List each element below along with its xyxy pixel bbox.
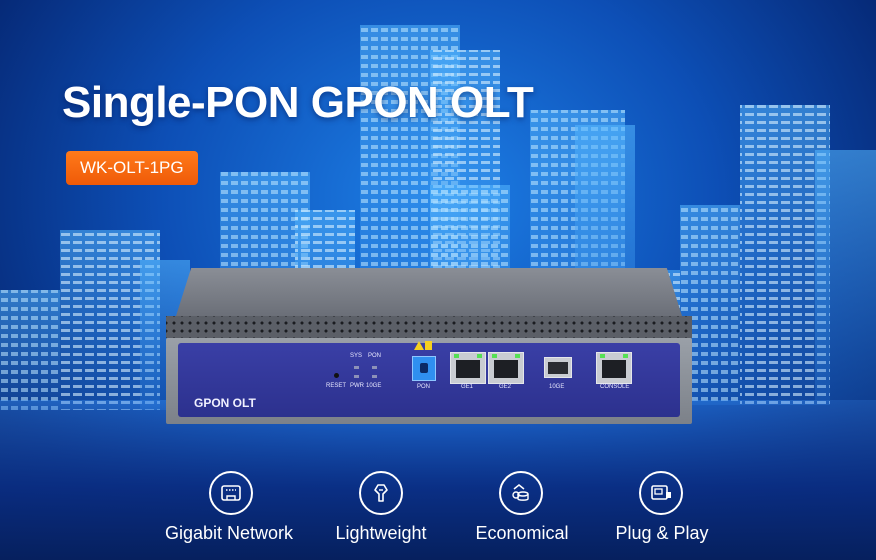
lightweight-icon [359,471,403,515]
ge1-port [450,352,486,384]
olt-device-image: GPON OLT SYS PON PWR 10GE RESET PON G [166,268,692,428]
device-front: GPON OLT SYS PON PWR 10GE RESET PON G [166,338,692,424]
console-port [596,352,632,384]
led-label-pwr: PWR [350,383,364,389]
port-label-pon: PON [417,384,431,390]
led-sys [354,366,359,369]
led-label-sys: SYS [350,353,363,359]
headline: Single-PON GPON OLT [62,78,534,127]
feature-label-plug-and-play: Plug & Play [615,523,709,543]
led-pwr [354,375,359,378]
plug-and-play-icon [639,471,683,515]
laser-warning-icon [414,341,432,350]
feature-label-economical: Economical [475,523,569,543]
port-label-ge1: GE1 [461,384,474,390]
reset-button [334,373,339,378]
pon-port [412,356,436,381]
floor-reflection [0,400,876,560]
port-label-10ge: 10GE [549,384,565,390]
feature-label-gigabit-network: Gigabit Network [164,523,294,543]
led-10ge [372,375,377,378]
device-lid [176,268,682,316]
led-pon [372,366,377,369]
led-label-10ge: 10GE [366,383,382,389]
network-port-icon [209,471,253,515]
port-label-console: CONSOLE [600,384,630,390]
model-badge: WK-OLT-1PG [66,151,198,185]
led-label-pon: PON [368,353,382,359]
port-label-ge2: GE2 [499,384,512,390]
device-vents [166,316,692,338]
reset-label: RESET [326,383,347,389]
device-label: GPON OLT [194,396,256,410]
ge2-port [488,352,524,384]
economical-icon [499,471,543,515]
10ge-sfp-port [544,357,572,378]
device-front-panel: GPON OLT SYS PON PWR 10GE RESET PON G [178,341,680,417]
feature-label-lightweight: Lightweight [335,523,427,543]
